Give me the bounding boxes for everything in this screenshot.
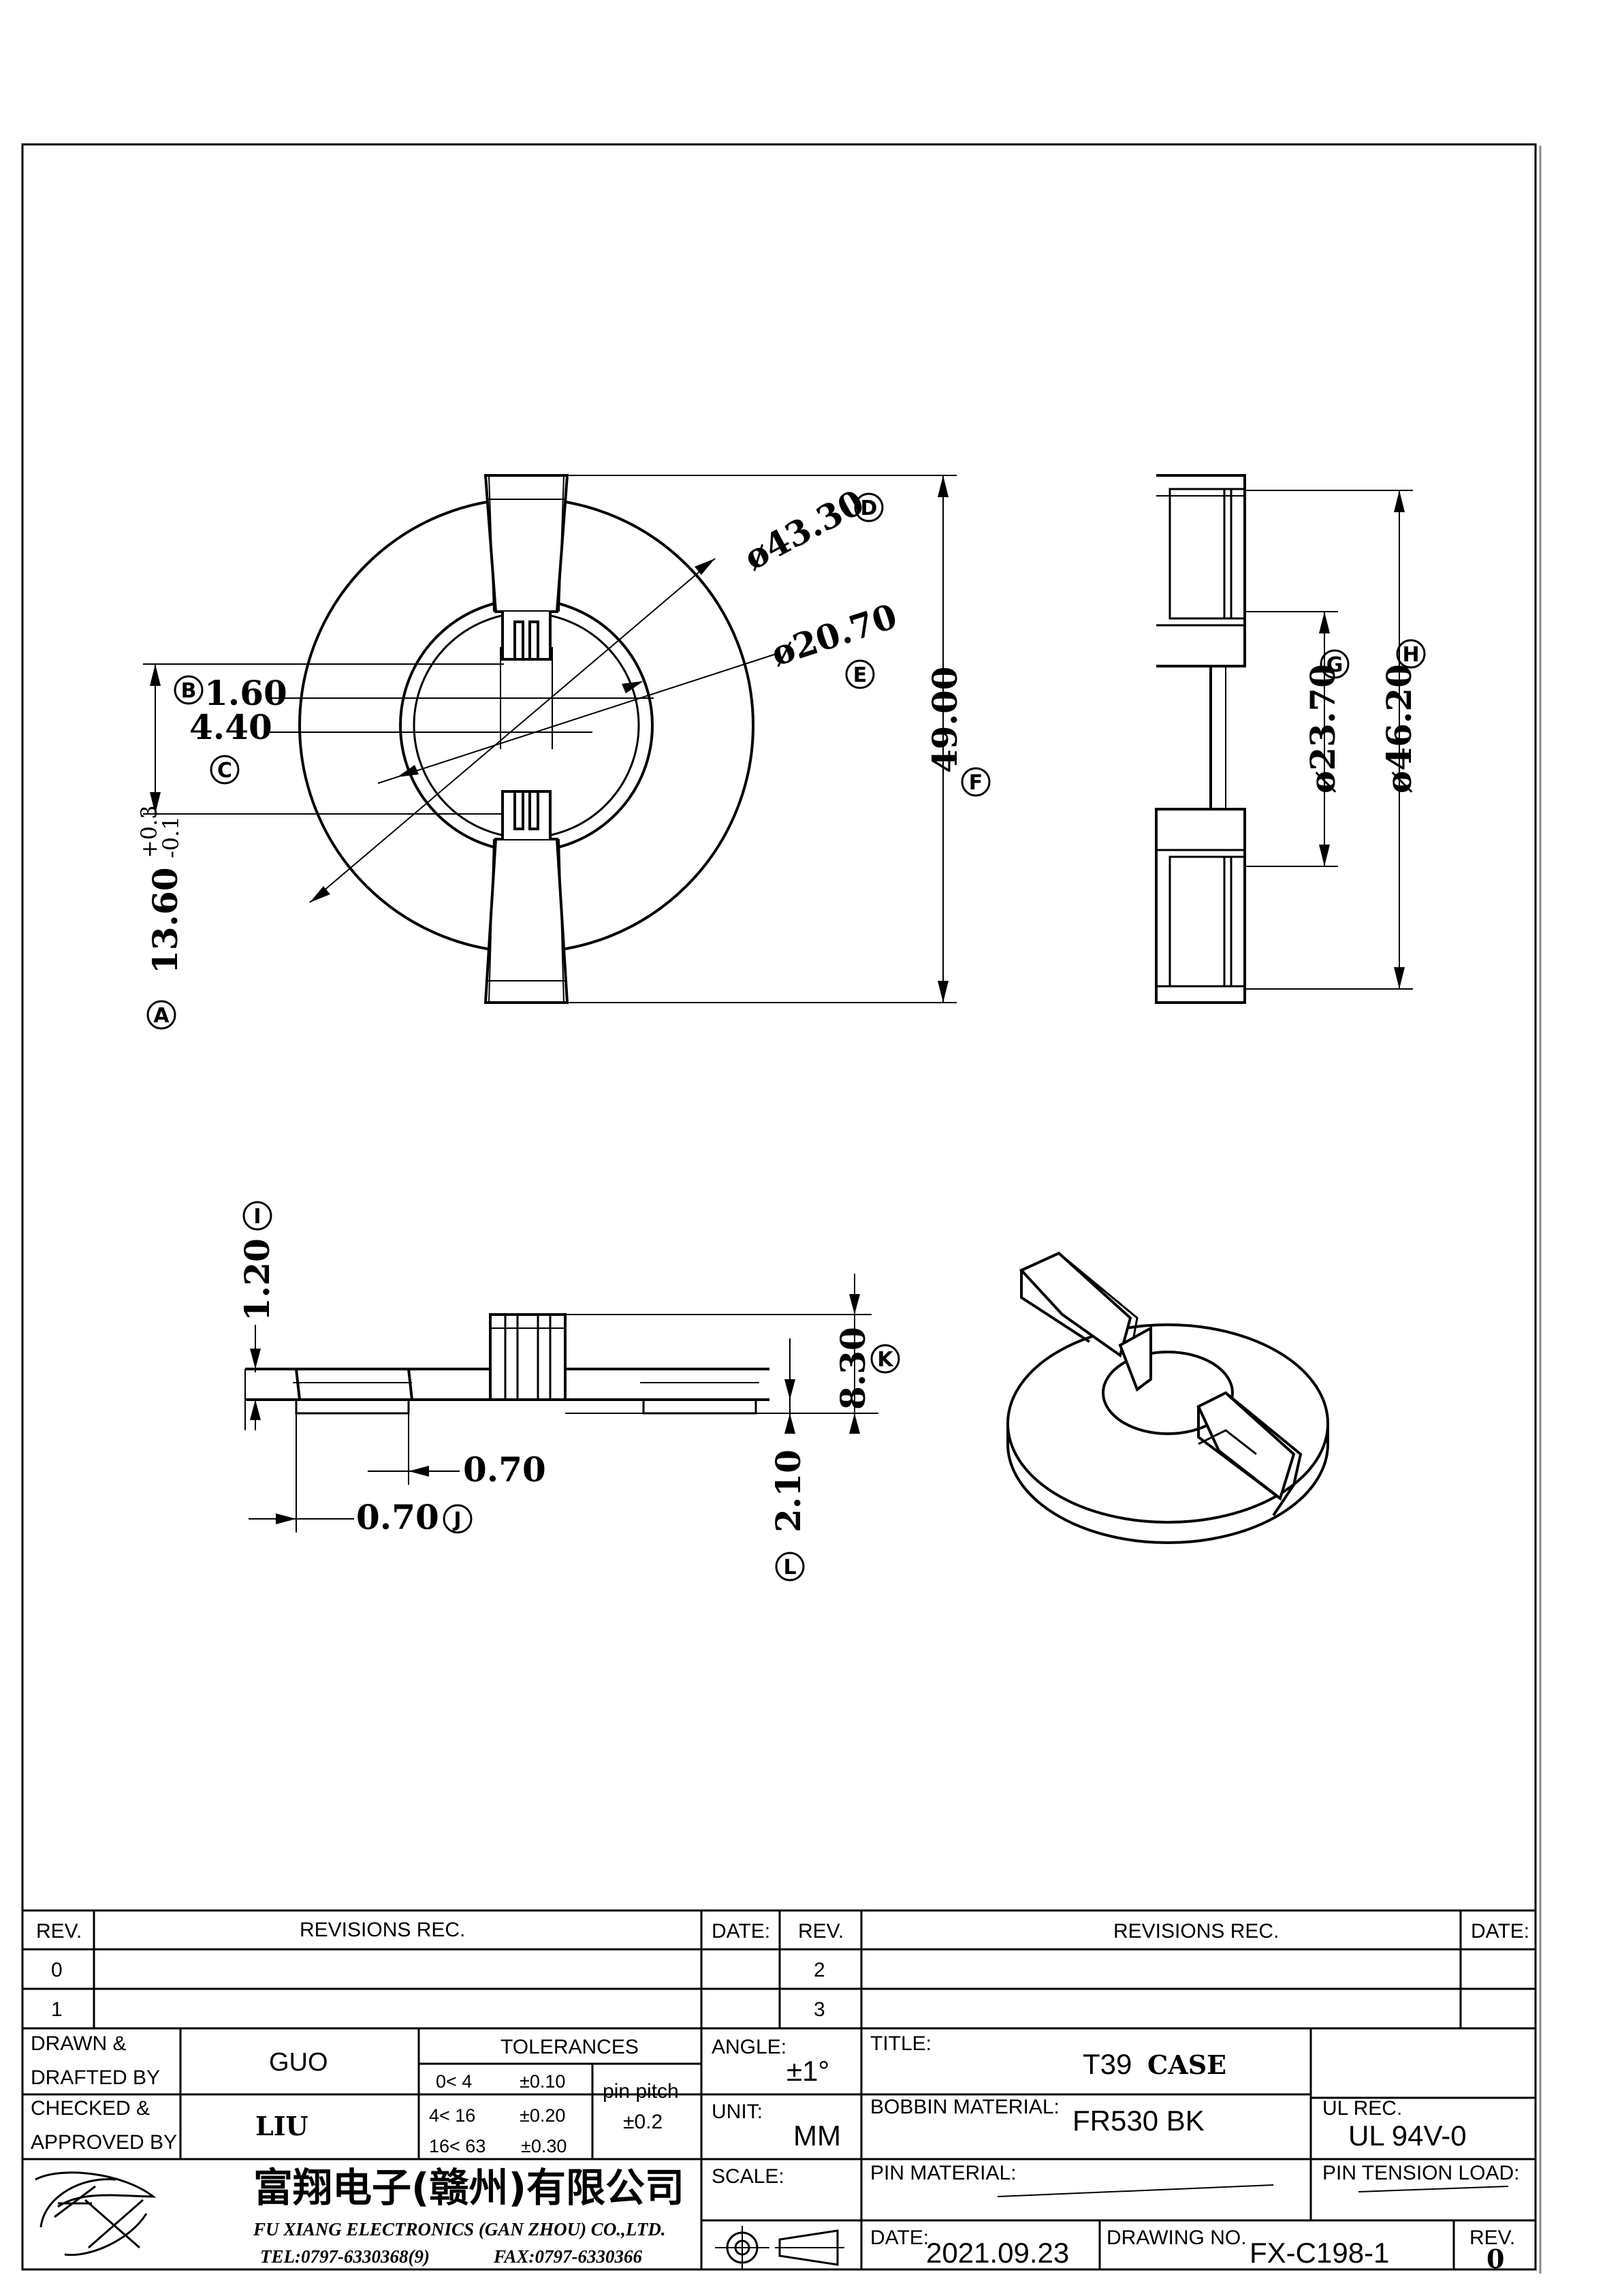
drawn-by: GUO (269, 2048, 328, 2077)
drawn-label-1: DRAWN & (31, 2032, 127, 2055)
tol-value-0: ±0.10 (520, 2071, 565, 2092)
date-field-label: DATE: (870, 2227, 929, 2249)
date-header-left: DATE: (712, 1920, 770, 1943)
dim-g-value: ø23.70 (1303, 664, 1343, 793)
company-fax: FAX:0797-6330366 (493, 2246, 643, 2267)
dim-d-value: ø43.30 (737, 482, 870, 578)
marker-k: K (870, 1344, 900, 1374)
company-logo-icon (35, 2171, 157, 2256)
tolerances-label: TOLERANCES (500, 2036, 639, 2058)
svg-text:A: A (153, 1004, 170, 1028)
dim-i-value: 1.20 (237, 1238, 277, 1321)
rev-header-right: REV. (798, 1920, 844, 1943)
top-view (298, 474, 754, 1004)
tol-value-1: ±0.20 (520, 2105, 565, 2126)
marker-i: I (242, 1201, 272, 1231)
unit-label: UNIT: (712, 2101, 763, 2123)
title-part2: CASE (1147, 2049, 1226, 2080)
marker-b: B (174, 675, 204, 705)
svg-text:K: K (877, 1348, 894, 1372)
pin-pitch-label: pin pitch (603, 2080, 679, 2103)
company-name-en: FU XIANG ELECTRONICS (GAN ZHOU) CO.,LTD. (253, 2219, 666, 2239)
rev-header-left: REV. (36, 1920, 82, 1943)
title-label: TITLE: (870, 2032, 932, 2055)
company-tel: TEL:0797-6330368(9) (260, 2246, 430, 2267)
dim-k-value: 8.30 (833, 1327, 873, 1410)
dim-a-tol-minus: -0.1 (158, 816, 184, 858)
rev-row-2: 2 (814, 1959, 825, 1981)
rev-row-3: 3 (814, 1998, 825, 2021)
ul-label: UL REC. (1322, 2097, 1402, 2120)
svg-text:C: C (217, 759, 232, 783)
rev-row-0: 0 (51, 1959, 63, 1981)
scale-label: SCALE: (712, 2165, 784, 2188)
ul-value: UL 94V-0 (1348, 2120, 1467, 2152)
svg-text:I: I (253, 1205, 261, 1229)
bobbin-value: FR530 BK (1072, 2105, 1205, 2137)
title-block-text: REV. REVISIONS REC. DATE: REV. REVISIONS… (31, 1919, 1529, 2274)
pin-pitch-value: ±0.2 (623, 2111, 663, 2133)
pin-material-label: PIN MATERIAL: (870, 2162, 1016, 2184)
drawn-label-2: DRAFTED BY (31, 2066, 160, 2089)
side-view (1155, 474, 1246, 1004)
rev-row-1: 1 (51, 1998, 63, 2021)
dim-c-value: 4.40 (189, 707, 272, 747)
svg-text:B: B (181, 679, 197, 703)
marker-f: F (961, 767, 991, 797)
marker-g: G (1320, 649, 1350, 679)
title-part1: T39 (1083, 2048, 1132, 2080)
marker-d: D (854, 492, 884, 522)
svg-text:F: F (969, 771, 983, 795)
svg-text:L: L (783, 1556, 796, 1579)
dim-a-value: 13.60 (145, 867, 185, 974)
drawing-no: FX-C198-1 (1250, 2237, 1389, 2269)
marker-h: H (1396, 639, 1426, 669)
dim-h-value: ø46.20 (1379, 664, 1419, 793)
marker-l: L (775, 1552, 805, 1582)
unit-value: MM (793, 2120, 841, 2152)
angle-value: ±1° (786, 2055, 829, 2087)
date-header-right: DATE: (1471, 1920, 1529, 1943)
checked-label-2: APPROVED BY (31, 2131, 177, 2154)
drawing-border (21, 143, 1537, 2271)
rev-value: 0 (1486, 2244, 1504, 2274)
svg-text:E: E (853, 663, 868, 687)
tol-value-2: ±0.30 (521, 2136, 567, 2156)
checked-label-1: CHECKED & (31, 2097, 150, 2120)
company-name-cn: 富翔电子(赣州)有限公司 (253, 2165, 684, 2211)
dim-f-value: 49.00 (925, 666, 965, 773)
svg-text:D: D (861, 497, 878, 520)
dim-j-value: 0.70 (356, 1497, 439, 1537)
dim-j2-value: 0.70 (463, 1449, 546, 1490)
dim-e-value: ø20.70 (766, 596, 902, 674)
date-value: 2021.09.23 (926, 2237, 1069, 2269)
marker-e: E (845, 659, 875, 689)
dim-a-tol-plus: +0.3 (136, 805, 162, 858)
tol-range-1: 4< 16 (429, 2105, 475, 2126)
marker-a: A (146, 1000, 176, 1030)
projection-symbol-icon (715, 2226, 844, 2269)
svg-text:H: H (1402, 643, 1419, 667)
svg-text:J: J (452, 1508, 461, 1532)
marker-c: C (210, 755, 240, 785)
drawing-no-label: DRAWING NO. (1107, 2227, 1247, 2249)
angle-label: ANGLE: (712, 2036, 786, 2058)
pin-tension-label: PIN TENSION LOAD: (1322, 2162, 1520, 2184)
title-block (22, 1909, 1536, 2269)
dim-b-value: 1.60 (204, 673, 287, 713)
bobbin-label: BOBBIN MATERIAL: (870, 2096, 1060, 2118)
checked-by: LIU (255, 2111, 308, 2141)
marker-j: J (443, 1504, 473, 1534)
tol-range-2: 16< 63 (429, 2136, 486, 2156)
revisions-header-left: REVISIONS REC. (300, 1919, 465, 1941)
dim-l-value: 2.10 (768, 1449, 808, 1532)
isometric-view (1006, 1251, 1329, 1544)
svg-text:G: G (1326, 653, 1343, 677)
revisions-header-right: REVISIONS REC. (1113, 1920, 1279, 1943)
tol-range-0: 0< 4 (436, 2071, 472, 2092)
top-view-dimensions (143, 475, 957, 1003)
rev-label-bottom: REV. (1469, 2227, 1515, 2249)
front-view (245, 1313, 769, 1415)
